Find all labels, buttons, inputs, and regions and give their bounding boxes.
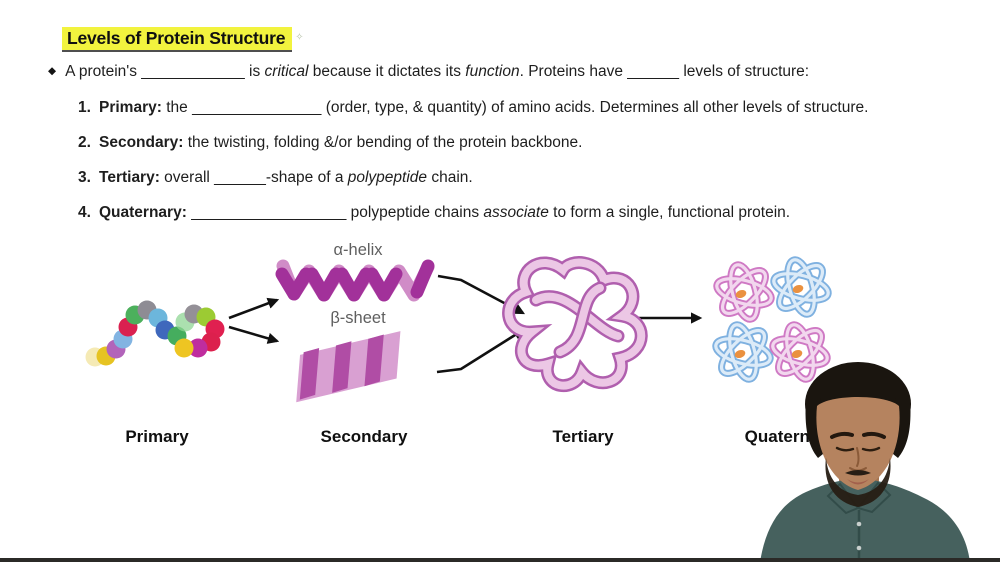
fill-in-blank: ______ (214, 169, 266, 186)
stage-label-tertiary: Tertiary (552, 427, 614, 446)
quaternary-subunit-pink (769, 321, 831, 383)
shirt-button (856, 521, 862, 527)
text-segment: because it dictates its (308, 63, 466, 80)
flow-arrow (228, 297, 280, 320)
list-item-primary: 1. Primary: the _______________ (order, t… (78, 99, 868, 117)
list-item-secondary: 2. Secondary: the twisting, folding &/or … (78, 134, 582, 152)
intro-line: ◆ A protein's ____________ is critical be… (48, 63, 809, 81)
fill-in-blank: ____________ (141, 63, 245, 80)
text-segment: Primary: (99, 99, 162, 116)
bullet-diamond-icon: ◆ (48, 65, 57, 77)
quaternary-subunit-pink (713, 261, 775, 323)
text-segment: levels of structure: (679, 63, 810, 80)
heme-group-dot (735, 289, 747, 299)
fill-in-blank: __________________ (191, 204, 347, 221)
text-segment: Tertiary: (99, 169, 160, 186)
person-beard (825, 458, 891, 507)
item-text: Quaternary: __________________ polypepti… (99, 204, 790, 221)
text-segment: associate (483, 204, 549, 221)
item-text: Secondary: the twisting, folding &/or be… (99, 134, 582, 151)
text-segment: the (161, 99, 193, 116)
list-item-tertiary: 3. Tertiary: overall ______-shape of a po… (78, 169, 473, 187)
tertiary-structure-knot (502, 256, 648, 393)
page-title: Levels of Protein Structure (62, 27, 293, 52)
person-mustache (845, 470, 871, 476)
shirt-button (856, 545, 862, 551)
text-segment: critical (264, 63, 309, 80)
text-segment: chain. (427, 169, 473, 186)
text-segment: Secondary: (99, 134, 184, 151)
person-shirt (760, 479, 970, 562)
item-number: 4. (78, 204, 91, 221)
person-mouth (847, 479, 869, 485)
stage-label-primary: Primary (125, 427, 189, 446)
bottom-letterbox-bar (0, 558, 1000, 562)
heme-group-dot (792, 284, 804, 294)
fill-in-blank: _______________ (192, 99, 322, 116)
flow-arrow (436, 328, 525, 374)
item-number: 3. (78, 169, 91, 186)
text-segment: the twisting, folding &/or bending of th… (183, 134, 583, 151)
text-segment: . Proteins have (519, 63, 628, 80)
instructor-person (760, 362, 970, 562)
text-segment: overall (159, 169, 215, 186)
amino-acid-bead (188, 338, 208, 358)
primary-structure-beads (85, 300, 225, 367)
alpha-helix-ribbon (275, 259, 435, 302)
beta-sheet-shape (296, 331, 401, 403)
alpha-helix-label: α-helix (333, 241, 383, 259)
quaternary-structure (712, 256, 832, 383)
list-item-quaternary: 4. Quaternary: __________________ polypep… (78, 204, 790, 222)
flow-arrows (228, 274, 703, 374)
quaternary-subunit-blue (770, 256, 832, 318)
heme-group-dot (791, 349, 803, 359)
intro-text: A protein's ____________ is critical bec… (65, 63, 809, 80)
title-row: Levels of Protein Structure✧ (62, 27, 304, 52)
beta-sheet-label: β-sheet (330, 309, 386, 327)
item-text: Tertiary: overall ______-shape of a poly… (99, 169, 473, 186)
heme-group-dot (734, 349, 746, 359)
text-segment: to form a single, functional protein. (548, 204, 791, 221)
person-eyebrows (830, 431, 886, 439)
item-number: 2. (78, 134, 91, 151)
text-segment: is (244, 63, 265, 80)
person-face (816, 397, 900, 490)
text-segment: A protein's (65, 63, 142, 80)
flow-arrow (437, 274, 526, 315)
item-text: Primary: the _______________ (order, typ… (99, 99, 868, 116)
text-segment: (order, type, & quantity) of amino acids… (321, 99, 869, 116)
flow-arrow (228, 325, 280, 344)
sparkle-cursor-icon: ✧ (295, 32, 304, 43)
text-segment: polypeptide chains (346, 204, 484, 221)
text-segment: polypeptide (347, 169, 428, 186)
text-segment: function (465, 63, 520, 80)
quaternary-subunit-blue (712, 321, 774, 383)
stage-label-secondary: Secondary (320, 427, 408, 446)
fill-in-blank: ______ (627, 63, 680, 80)
amino-acid-bead (174, 338, 194, 358)
text-segment: -shape of a (265, 169, 348, 186)
person-eyes-closed (835, 446, 881, 452)
item-number: 1. (78, 99, 91, 116)
text-segment: Quaternary: (99, 204, 187, 221)
